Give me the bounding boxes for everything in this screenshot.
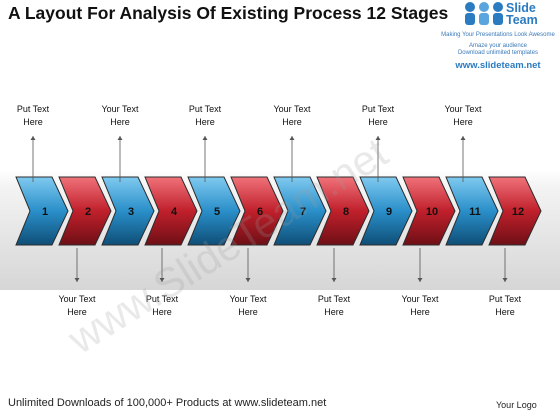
- top-label-4-line2: Here: [282, 117, 302, 127]
- slide-title: A Layout For Analysis Of Existing Proces…: [8, 3, 449, 23]
- stage-arrow-12: [488, 176, 542, 246]
- logo-site-url: www.slideteam.net: [455, 60, 541, 71]
- bottom-connector-6-head: [502, 278, 508, 282]
- bottom-label-3-line1: Your Text: [229, 294, 267, 304]
- logo-tagline-1: Making Your Presentations Look Awesome: [441, 32, 555, 38]
- footer-text: Unlimited Downloads of 100,000+ Products…: [8, 397, 327, 409]
- stage-arrow-2: [58, 176, 112, 246]
- stage-number-2: 2: [85, 206, 91, 218]
- top-connector-6-head: [460, 136, 466, 140]
- top-label-3-line1: Put Text: [188, 104, 222, 114]
- top-label-1-line1: Put Text: [16, 104, 50, 114]
- stage-arrow-4: [144, 176, 198, 246]
- top-connector-2-head: [117, 136, 123, 140]
- top-label-4-line1: Your Text: [273, 104, 311, 114]
- bottom-connector-5-head: [417, 278, 423, 282]
- stage-arrow-7: [273, 176, 327, 246]
- bottom-label-6-line1: Put Text: [488, 294, 522, 304]
- stage-arrow-8: [316, 176, 370, 246]
- stage-number-8: 8: [343, 206, 349, 218]
- stage-arrow-10: [402, 176, 456, 246]
- top-label-3-line2: Here: [195, 117, 215, 127]
- stage-number-5: 5: [214, 206, 220, 218]
- stage-number-12: 12: [512, 206, 524, 218]
- bottom-label-6-line2: Here: [495, 307, 515, 317]
- bottom-label-1-line1: Your Text: [58, 294, 96, 304]
- top-connector-1-head: [30, 136, 36, 140]
- bottom-label-5-line2: Here: [410, 307, 430, 317]
- bottom-label-2-line1: Put Text: [145, 294, 179, 304]
- top-label-6-line1: Your Text: [444, 104, 482, 114]
- stage-arrow-3: [101, 176, 155, 246]
- bottom-connector-4-head: [331, 278, 337, 282]
- stage-arrow-6: [230, 176, 284, 246]
- people-logo-icon: [465, 2, 503, 25]
- stage-number-1: 1: [42, 206, 48, 218]
- top-label-6-line2: Here: [453, 117, 473, 127]
- top-connector-3-head: [202, 136, 208, 140]
- bottom-connector-3-head: [245, 278, 251, 282]
- slideteam-logo: Slide Team Making Your Presentations Loo…: [440, 0, 556, 74]
- bottom-label-4-line1: Put Text: [317, 294, 351, 304]
- watermark-text: www.SlideTeam.net: [59, 128, 396, 363]
- logo-tagline-2: Amaze your audience: [468, 43, 528, 49]
- logo-brand: Slide Team: [506, 1, 538, 27]
- logo-brand-line1: Slide: [506, 1, 536, 15]
- logo-brand-line2: Team: [506, 13, 538, 27]
- stage-arrow-11: [445, 176, 499, 246]
- top-label-2-line2: Here: [110, 117, 130, 127]
- top-label-2-line1: Your Text: [101, 104, 139, 114]
- your-logo-text: Your Logo: [496, 400, 537, 410]
- stage-arrow-9: [359, 176, 413, 246]
- bottom-connector-1-head: [74, 278, 80, 282]
- stage-number-6: 6: [257, 206, 263, 218]
- top-label-5-line2: Here: [368, 117, 388, 127]
- bottom-connector-2-head: [159, 278, 165, 282]
- top-label-1-line2: Here: [23, 117, 43, 127]
- top-connector-5-head: [375, 136, 381, 140]
- top-label-5-line1: Put Text: [361, 104, 395, 114]
- bottom-label-3-line2: Here: [238, 307, 258, 317]
- stage-number-11: 11: [469, 206, 481, 218]
- stage-number-4: 4: [171, 206, 178, 218]
- logo-tagline-3: Download unlimited templates: [457, 50, 539, 56]
- bottom-label-5-line1: Your Text: [401, 294, 439, 304]
- bottom-label-1-line2: Here: [67, 307, 87, 317]
- bottom-label-4-line2: Here: [324, 307, 344, 317]
- stage-arrow-1: [15, 176, 69, 246]
- stage-number-3: 3: [128, 206, 134, 218]
- stage-number-7: 7: [300, 206, 306, 218]
- stage-number-10: 10: [426, 206, 438, 218]
- stage-number-9: 9: [386, 206, 392, 218]
- stage-arrow-5: [187, 176, 241, 246]
- bottom-label-2-line2: Here: [152, 307, 172, 317]
- top-connector-4-head: [289, 136, 295, 140]
